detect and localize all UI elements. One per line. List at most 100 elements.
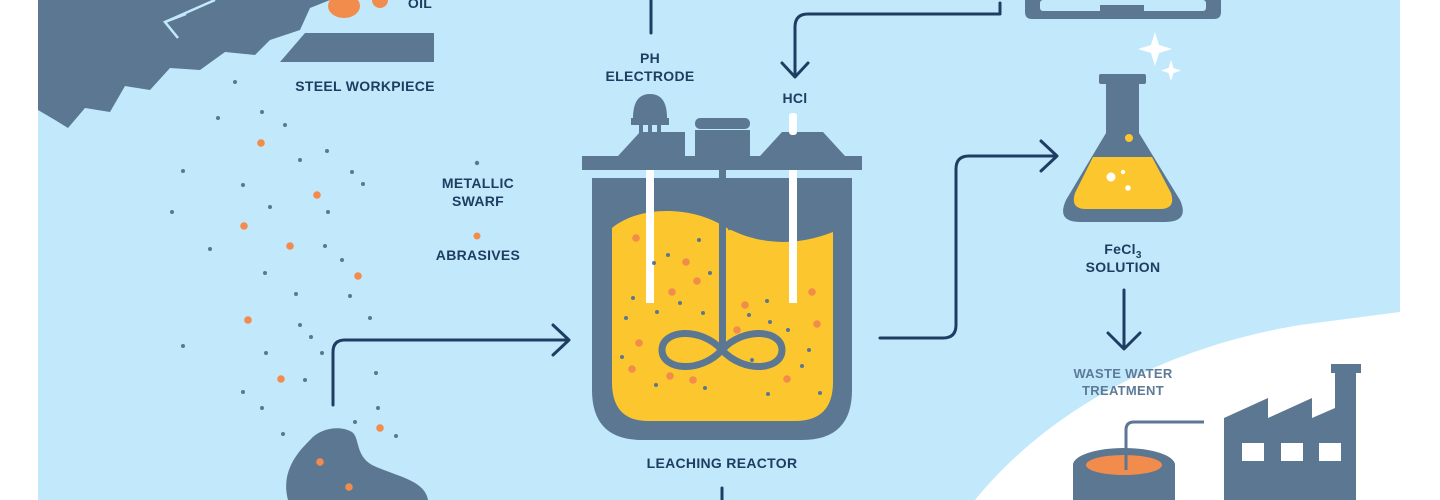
oil-label: OIL [407,0,433,11]
abrasive-particle [682,258,690,266]
waste-pile-dots [316,458,376,491]
swarf-particle [241,390,245,394]
abrasive-particle [244,316,252,324]
waste-water-label-line1: WASTE WATER [1073,366,1173,381]
abrasive-particle [666,372,674,380]
swarf-particle [800,364,804,368]
swarf-particle [620,355,624,359]
fecl3-solution-label: SOLUTION [1085,259,1161,275]
swarf-particle [376,406,380,410]
hcl-tank-icon [1025,0,1221,19]
swarf-particle [766,392,770,396]
swarf-particle [325,149,329,153]
particle-cloud [170,80,398,438]
swarf-particle [750,358,754,362]
ph-electrode-label-line2: ELECTRODE [605,68,695,84]
swarf-particle [807,348,811,352]
fecl3-formula: FeCl [1104,241,1136,257]
leaching-reactor-icon [582,94,862,440]
swarf-particle [263,271,267,275]
swarf-particle [368,316,372,320]
swarf-particle [697,238,701,242]
swarf-particle [765,299,769,303]
swarf-particle [768,320,772,324]
abrasive-particle [313,191,321,199]
swarf-particle [320,351,324,355]
swarf-particle [374,371,378,375]
swarf-particle [678,301,682,305]
swarf-particle [298,158,302,162]
swarf-particle [818,391,822,395]
swarf-particle [747,313,751,317]
swarf-particle [264,351,268,355]
abrasive-particle [286,242,294,250]
abrasives-label: ABRASIVES [435,247,521,263]
treatment-tank-icon [1073,420,1204,500]
abrasive-particle [277,375,285,383]
swarf-particle [708,271,712,275]
abrasive-particle [733,326,741,334]
swarf-particle [701,311,705,315]
oil-droplets-icon [328,0,388,18]
abrasive-particle [632,234,640,242]
abrasive-particle [741,301,749,309]
reactor-particles [620,234,822,396]
swarf-particle [353,420,357,424]
swarf-particle [260,110,264,114]
swarf-particle [350,170,354,174]
factory-icon [1224,364,1361,500]
waste-pile-icon [286,428,428,500]
arrow-pile-to-reactor [331,338,570,407]
swarf-particle [624,316,628,320]
swarf-particle [208,247,212,251]
swarf-particle [348,294,352,298]
swarf-particle [260,406,264,410]
fecl3-subscript: 3 [1135,249,1142,261]
swarf-particle [303,378,307,382]
swarf-particle [655,310,659,314]
abrasive-particle [257,139,265,147]
abrasive-particle [316,458,324,466]
fecl3-label: FeCl3 [1070,240,1176,265]
swarf-particle [334,478,338,482]
sparkle-icon [1138,32,1181,81]
abrasive-particle [689,376,697,384]
ph-electrode-label-line1: PH [639,50,661,66]
fecl3-flask-icon [1063,74,1183,222]
swarf-particle [170,210,174,214]
swarf-particle [283,123,287,127]
abrasive-particle [808,288,816,296]
steel-workpiece-label: STEEL WORKPIECE [295,78,435,94]
swarf-particle [326,210,330,214]
metallic-swarf-label-line2: SWARF [451,193,505,209]
swarf-particle [394,434,398,438]
swarf-particle [181,344,185,348]
abrasive-particle [783,375,791,383]
swarf-particle [654,383,658,387]
swarf-particle [652,261,656,265]
abrasive-particle [354,272,362,280]
abrasive-particle [240,222,248,230]
abrasive-particle [693,277,701,285]
grinding-wheel-icon [38,0,330,128]
arrow-flask-to-treatment-head [1106,331,1142,351]
swarf-particle [340,258,344,262]
swarf-particle [631,296,635,300]
swarf-particle [294,292,298,296]
swarf-particle [241,183,245,187]
arrow-to-hcl [793,1,1002,78]
abrasives-legend-dot [473,232,481,240]
swarf-particle [281,432,285,436]
arrow-reactor-to-flask [878,154,1058,340]
swarf-particle [372,486,376,490]
metallic-swarf-label-line1: METALLIC [441,175,515,191]
swarf-particle [703,386,707,390]
swarf-particle [323,244,327,248]
hcl-label: HCl [782,90,808,106]
swarf-particle [181,169,185,173]
swarf-particle [666,253,670,257]
swarf-particle [233,80,237,84]
abrasive-particle [376,424,384,432]
abrasive-particle [628,365,636,373]
